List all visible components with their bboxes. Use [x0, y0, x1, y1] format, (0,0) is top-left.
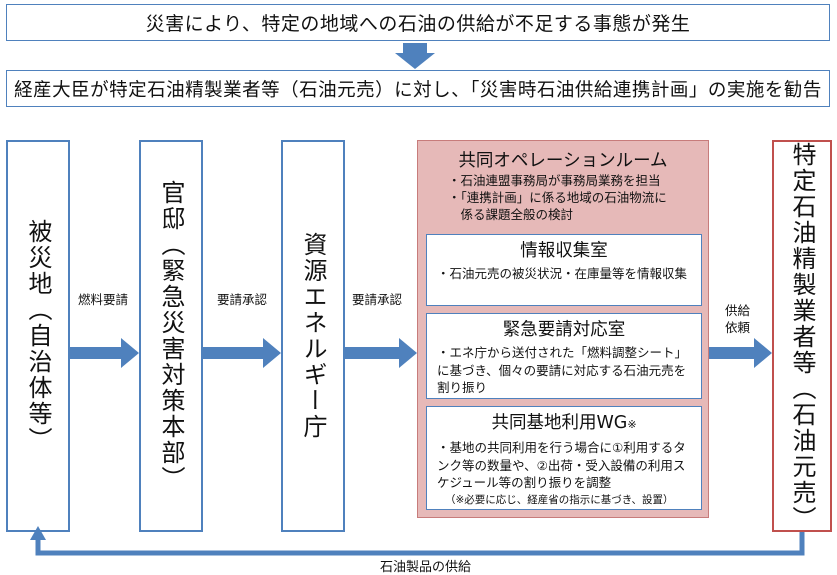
arrow-right-icon	[709, 338, 772, 368]
info-room-text: ・石油元売の被災状況・在庫量等を情報収集	[437, 266, 688, 281]
joint-base-wg: 共同基地利用WG※ ・基地の共同利用を行う場合に①利用するタンク等の数量や、②出…	[426, 406, 702, 510]
kantei-label: 官邸（緊急災害対策本部）	[157, 180, 185, 492]
base-wg-title: 共同基地利用WG※	[427, 412, 701, 436]
victim-area-box: 被災地（自治体等）	[6, 140, 70, 532]
emergency-room-text: ・エネ庁から送付された「燃料調整シート」に基づき、個々の要請に対応する石油元売を…	[437, 345, 688, 395]
base-wg-title-mark: ※	[627, 418, 637, 431]
ops-bullet: 係る課題全般の検討	[448, 207, 574, 222]
emergency-room-title: 緊急要請対応室	[502, 320, 626, 340]
arrow-right-icon	[70, 338, 139, 368]
enecho-label: 資源エネルギー庁	[299, 232, 327, 440]
fuel-request-label: 燃料要請	[78, 292, 129, 307]
request-approval-label: 要請承認	[217, 292, 268, 307]
victim-area-label: 被災地（自治体等）	[24, 219, 52, 453]
ops-bullet: ・「連携計画」に係る地域の石油物流に	[448, 190, 667, 205]
supply-request-label-1: 供給	[725, 303, 751, 318]
base-wg-note: （※必要に応じ、経産省の指示に基づき、設置）	[445, 493, 674, 506]
ops-room-bullets: ・石油連盟事務局が事務局業務を担当 ・「連携計画」に係る地域の石油物流に 係る課…	[448, 172, 698, 223]
kantei-box: 官邸（緊急災害対策本部）	[139, 140, 203, 532]
ops-room-title: 共同オペレーションルーム	[458, 151, 668, 171]
return-supply-arrow-icon	[30, 526, 805, 556]
base-wg-text: ・基地の共同利用を行う場合に①利用するタンク等の数量や、②出荷・受入設備の利用ス…	[437, 440, 686, 490]
oil-refiner-label: 特定石油精製業者等（石油元売）	[788, 142, 816, 532]
product-supply-label: 石油製品の供給	[380, 560, 472, 575]
base-wg-title-text: 共同基地利用WG	[491, 413, 628, 433]
oil-refiner-box: 特定石油精製業者等（石油元売）	[772, 140, 832, 532]
event-banner: 災害により、特定の地域への石油の供給が不足する事態が発生	[6, 4, 830, 41]
info-room-title: 情報収集室	[520, 241, 608, 261]
down-arrow-icon	[395, 43, 435, 69]
enecho-box: 資源エネルギー庁	[281, 140, 345, 532]
supply-request-label-2: 依頼	[725, 320, 751, 335]
info-collection-room: 情報収集室 ・石油元売の被災状況・在庫量等を情報収集	[426, 234, 702, 306]
ops-bullet: ・石油連盟事務局が事務局業務を担当	[448, 173, 661, 188]
emergency-request-room: 緊急要請対応室 ・エネ庁から送付された「燃料調整シート」に基づき、個々の要請に対…	[426, 313, 702, 399]
recommendation-banner: 経産大臣が特定石油精製業者等（石油元売）に対し、「災害時石油供給連携計画」の実施…	[6, 70, 830, 107]
arrow-right-icon	[203, 338, 281, 368]
arrow-right-icon	[345, 338, 417, 368]
request-approval-label: 要請承認	[352, 292, 403, 307]
recommendation-text: 経産大臣が特定石油精製業者等（石油元売）に対し、「災害時石油供給連携計画」の実施…	[14, 79, 822, 101]
event-text: 災害により、特定の地域への石油の供給が不足する事態が発生	[145, 13, 691, 35]
